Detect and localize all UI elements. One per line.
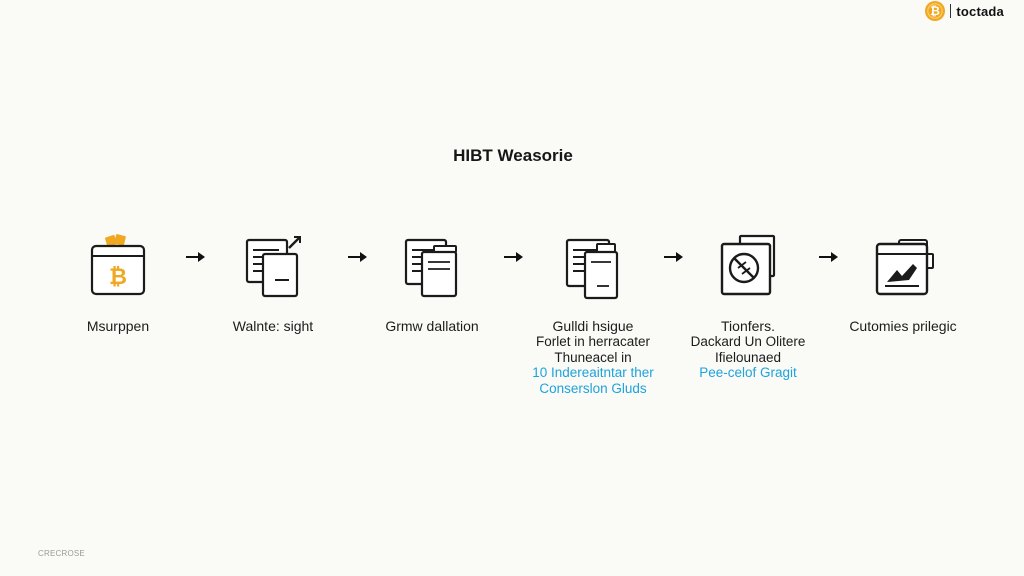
flow-step-label: Cutomies prilegic [849,318,957,334]
flow-step-4-text: Gulldi hsigue Forlet in herracater Thune… [493,318,693,396]
bitcoin-coin-icon: ₿ [925,1,946,21]
flow-step-1-text: Msurppen [18,318,218,334]
flow-step-label: Grmw dallation [385,318,479,334]
documents-icon [559,232,627,300]
arrow-right-icon [663,250,685,264]
flow-step-label: Gulldi hsigue [552,318,634,334]
flow-step-line-accent: Pee-celof Gragit [699,365,797,380]
svg-text:₿: ₿ [930,4,940,18]
flow-step-label: Walnte: sight [232,318,314,334]
flow-step-line: Dackard Un Olitere [690,334,806,349]
chart-window-icon [869,232,937,300]
arrow-right-icon [185,250,207,264]
flow-step-6-text: Cutomies prilegic [803,318,1003,334]
flow-step-label: Msurppen [86,318,150,334]
flow-step-line: Thuneacel in [554,349,632,365]
documents-icon [239,232,307,300]
arrow-right-icon [503,250,525,264]
arrow-right-icon [818,250,840,264]
diagram-title-text: HIBT Weasorie [453,146,573,165]
flow-step-3-text: Grmw dallation [332,318,532,334]
footer-watermark: CRECROSE [38,549,85,558]
brand-divider [950,4,952,18]
flow-step-line: Ifielounaed [714,349,782,365]
brand: ₿ toctada [925,1,1004,21]
flow-step-2-text: Walnte: sight [173,318,373,334]
arrow-right-icon [347,250,369,264]
flow-step-line-accent: 10 Indereaitntar ther [532,365,654,380]
bitcoin-wallet-icon: ₿ [84,232,152,300]
brand-name: toctada [956,3,1004,19]
no-sign-window-icon [714,232,782,300]
flow-step-line-accent: Conserslon Gluds [539,380,647,396]
flow-step-5-text: Tionfers. Dackard Un Olitere Ifielounaed… [648,318,848,381]
diagram-title: HIBT Weasorie [0,146,1024,166]
documents-icon [398,232,466,300]
flow-step-label: Tionfers. [721,318,775,334]
flow-step-line: Forlet in herracater [535,334,651,349]
svg-text:₿: ₿ [109,264,127,289]
